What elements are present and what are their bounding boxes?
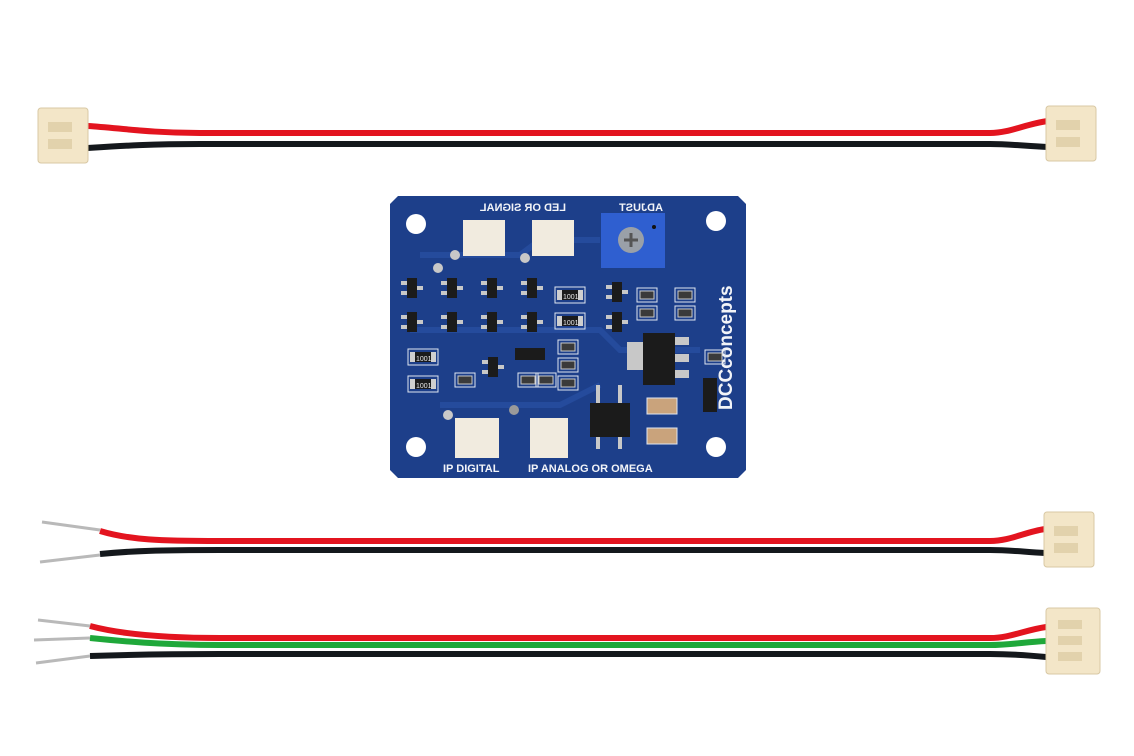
bare-wire-end [33, 636, 91, 642]
mounting-hole [406, 437, 426, 457]
black-wire [87, 141, 1049, 151]
label-ip-analog-or-omega: IP ANALOG OR OMEGA [528, 463, 653, 475]
red-wire [99, 526, 1046, 544]
resistor-code: 1001 [416, 356, 432, 363]
bare-wire-end [39, 553, 101, 564]
resistor-code: 1001 [563, 294, 579, 301]
red-wire [87, 118, 1049, 136]
mounting-hole [706, 437, 726, 457]
bridge-rectifier [590, 385, 630, 449]
connector-led-1 [463, 220, 505, 256]
green-wire [89, 635, 1047, 648]
connector-left [37, 107, 89, 164]
small-components [454, 287, 726, 445]
label-adjust: ADJUST [619, 202, 663, 214]
black-wire [89, 651, 1047, 660]
bare-wire-end [37, 618, 91, 628]
trimmer-potentiometer [601, 213, 665, 268]
resistor-code: 1001 [416, 383, 432, 390]
label-ip-digital: IP DIGITAL [443, 463, 500, 475]
brand-label: DCCconcepts [716, 285, 737, 410]
resistors: 1001 1001 1001 1001 [407, 286, 586, 393]
bare-wire-end [35, 654, 91, 665]
connector-right [1045, 105, 1097, 162]
connector-right [1043, 511, 1095, 568]
bare-wire-end [41, 520, 101, 532]
red-wire [89, 623, 1047, 641]
connector-led-2 [532, 220, 574, 256]
cable-bottom-3pin [33, 607, 1101, 675]
connector-ip-digital [455, 418, 499, 458]
mounting-hole [706, 211, 726, 231]
black-wire [99, 547, 1046, 557]
mounting-hole [406, 214, 426, 234]
connector-right [1045, 607, 1101, 675]
pcb-board: LED OR SIGNAL ADJUST DCCconcepts 1001 10… [390, 196, 746, 478]
cable-middle-bare-ends [39, 511, 1095, 568]
label-led-or-signal: LED OR SIGNAL [480, 202, 566, 214]
resistor-code: 1001 [563, 320, 579, 327]
cable-top-2pin [37, 105, 1097, 164]
connector-ip-analog [530, 418, 568, 458]
voltage-regulator [627, 333, 689, 385]
